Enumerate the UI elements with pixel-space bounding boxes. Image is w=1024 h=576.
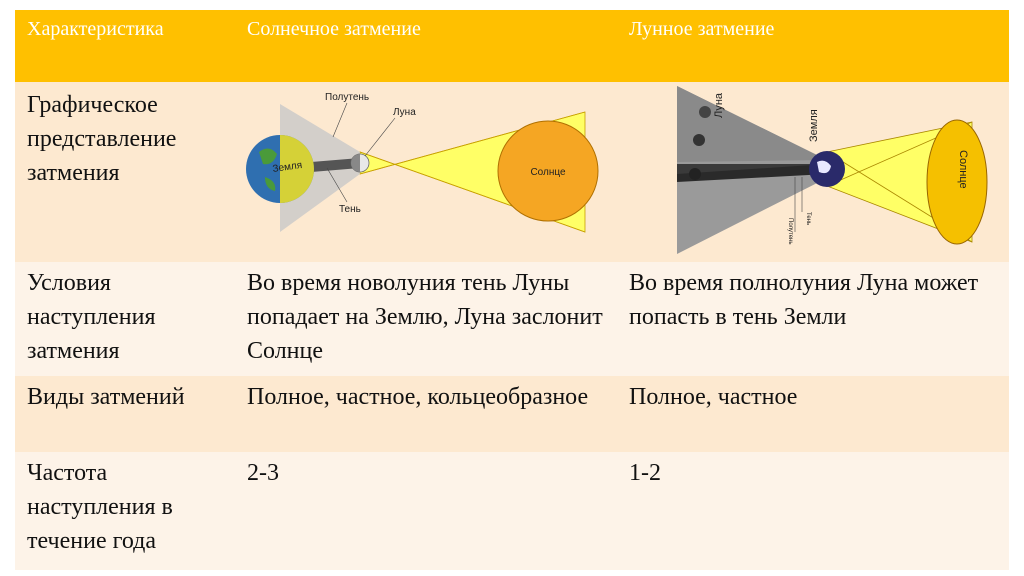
row-label: Условия наступления затмения <box>27 270 156 364</box>
earth-label: Земля <box>272 160 303 175</box>
penumbra-label: Полутень <box>325 92 369 103</box>
header-characteristic: Характеристика <box>15 10 235 82</box>
lunar-eclipse-svg: Луна Земля Солнце Тень Полутень <box>677 86 988 254</box>
moon-label: Луна <box>393 107 416 118</box>
lunar-cell: Во время полнолуния Луна может попасть в… <box>629 270 979 330</box>
lunar-cell: 1-2 <box>629 460 661 486</box>
table-row: Виды затмений Полное, частное, кольцеобр… <box>15 376 1009 452</box>
solar-eclipse-diagram: Солнце Земля Полутень Луна Тень <box>235 82 617 262</box>
moon-position-3 <box>689 168 701 180</box>
sun-label: Солнце <box>530 167 566 178</box>
solar-cell: Полное, частное, кольцеобразное <box>247 384 589 410</box>
lunar-cell: Полное, частное <box>629 384 798 410</box>
lunar-penumbra-label: Полутень <box>787 218 793 244</box>
solar-cell: 2-3 <box>247 460 279 486</box>
table-row: Графическое представление затмения <box>15 82 1009 262</box>
sun-circle <box>497 120 599 222</box>
eclipse-comparison-table: Характеристика Солнечное затмение Лунное… <box>15 10 1009 570</box>
row-label: Виды затмений <box>27 384 185 410</box>
header-solar: Солнечное затмение <box>235 10 617 82</box>
lunar-eclipse-diagram: Луна Земля Солнце Тень Полутень <box>617 82 1009 262</box>
moon-position-1 <box>699 106 711 118</box>
lunar-sun-circle <box>926 119 988 245</box>
lunar-moon-label: Луна <box>713 92 725 118</box>
header-row: Характеристика Солнечное затмение Лунное… <box>15 10 1009 82</box>
moon-position-2 <box>693 134 705 146</box>
solar-eclipse-svg: Солнце Земля Полутень Луна Тень <box>246 92 599 233</box>
lunar-earth-label: Земля <box>808 109 820 142</box>
row-label: Графическое представление затмения <box>27 92 177 186</box>
table-row: Частота наступления в течение года 2-3 1… <box>15 452 1009 570</box>
lunar-sun-label: Солнце <box>957 150 969 189</box>
row-label: Частота наступления в течение года <box>27 460 173 554</box>
header-lunar: Лунное затмение <box>617 10 1009 82</box>
table-row: Условия наступления затмения Во время но… <box>15 262 1009 376</box>
solar-cell: Во время новолуния тень Луны попадает на… <box>247 270 603 364</box>
shadow-label: Тень <box>339 204 361 215</box>
lunar-shadow-label: Тень <box>805 212 811 225</box>
